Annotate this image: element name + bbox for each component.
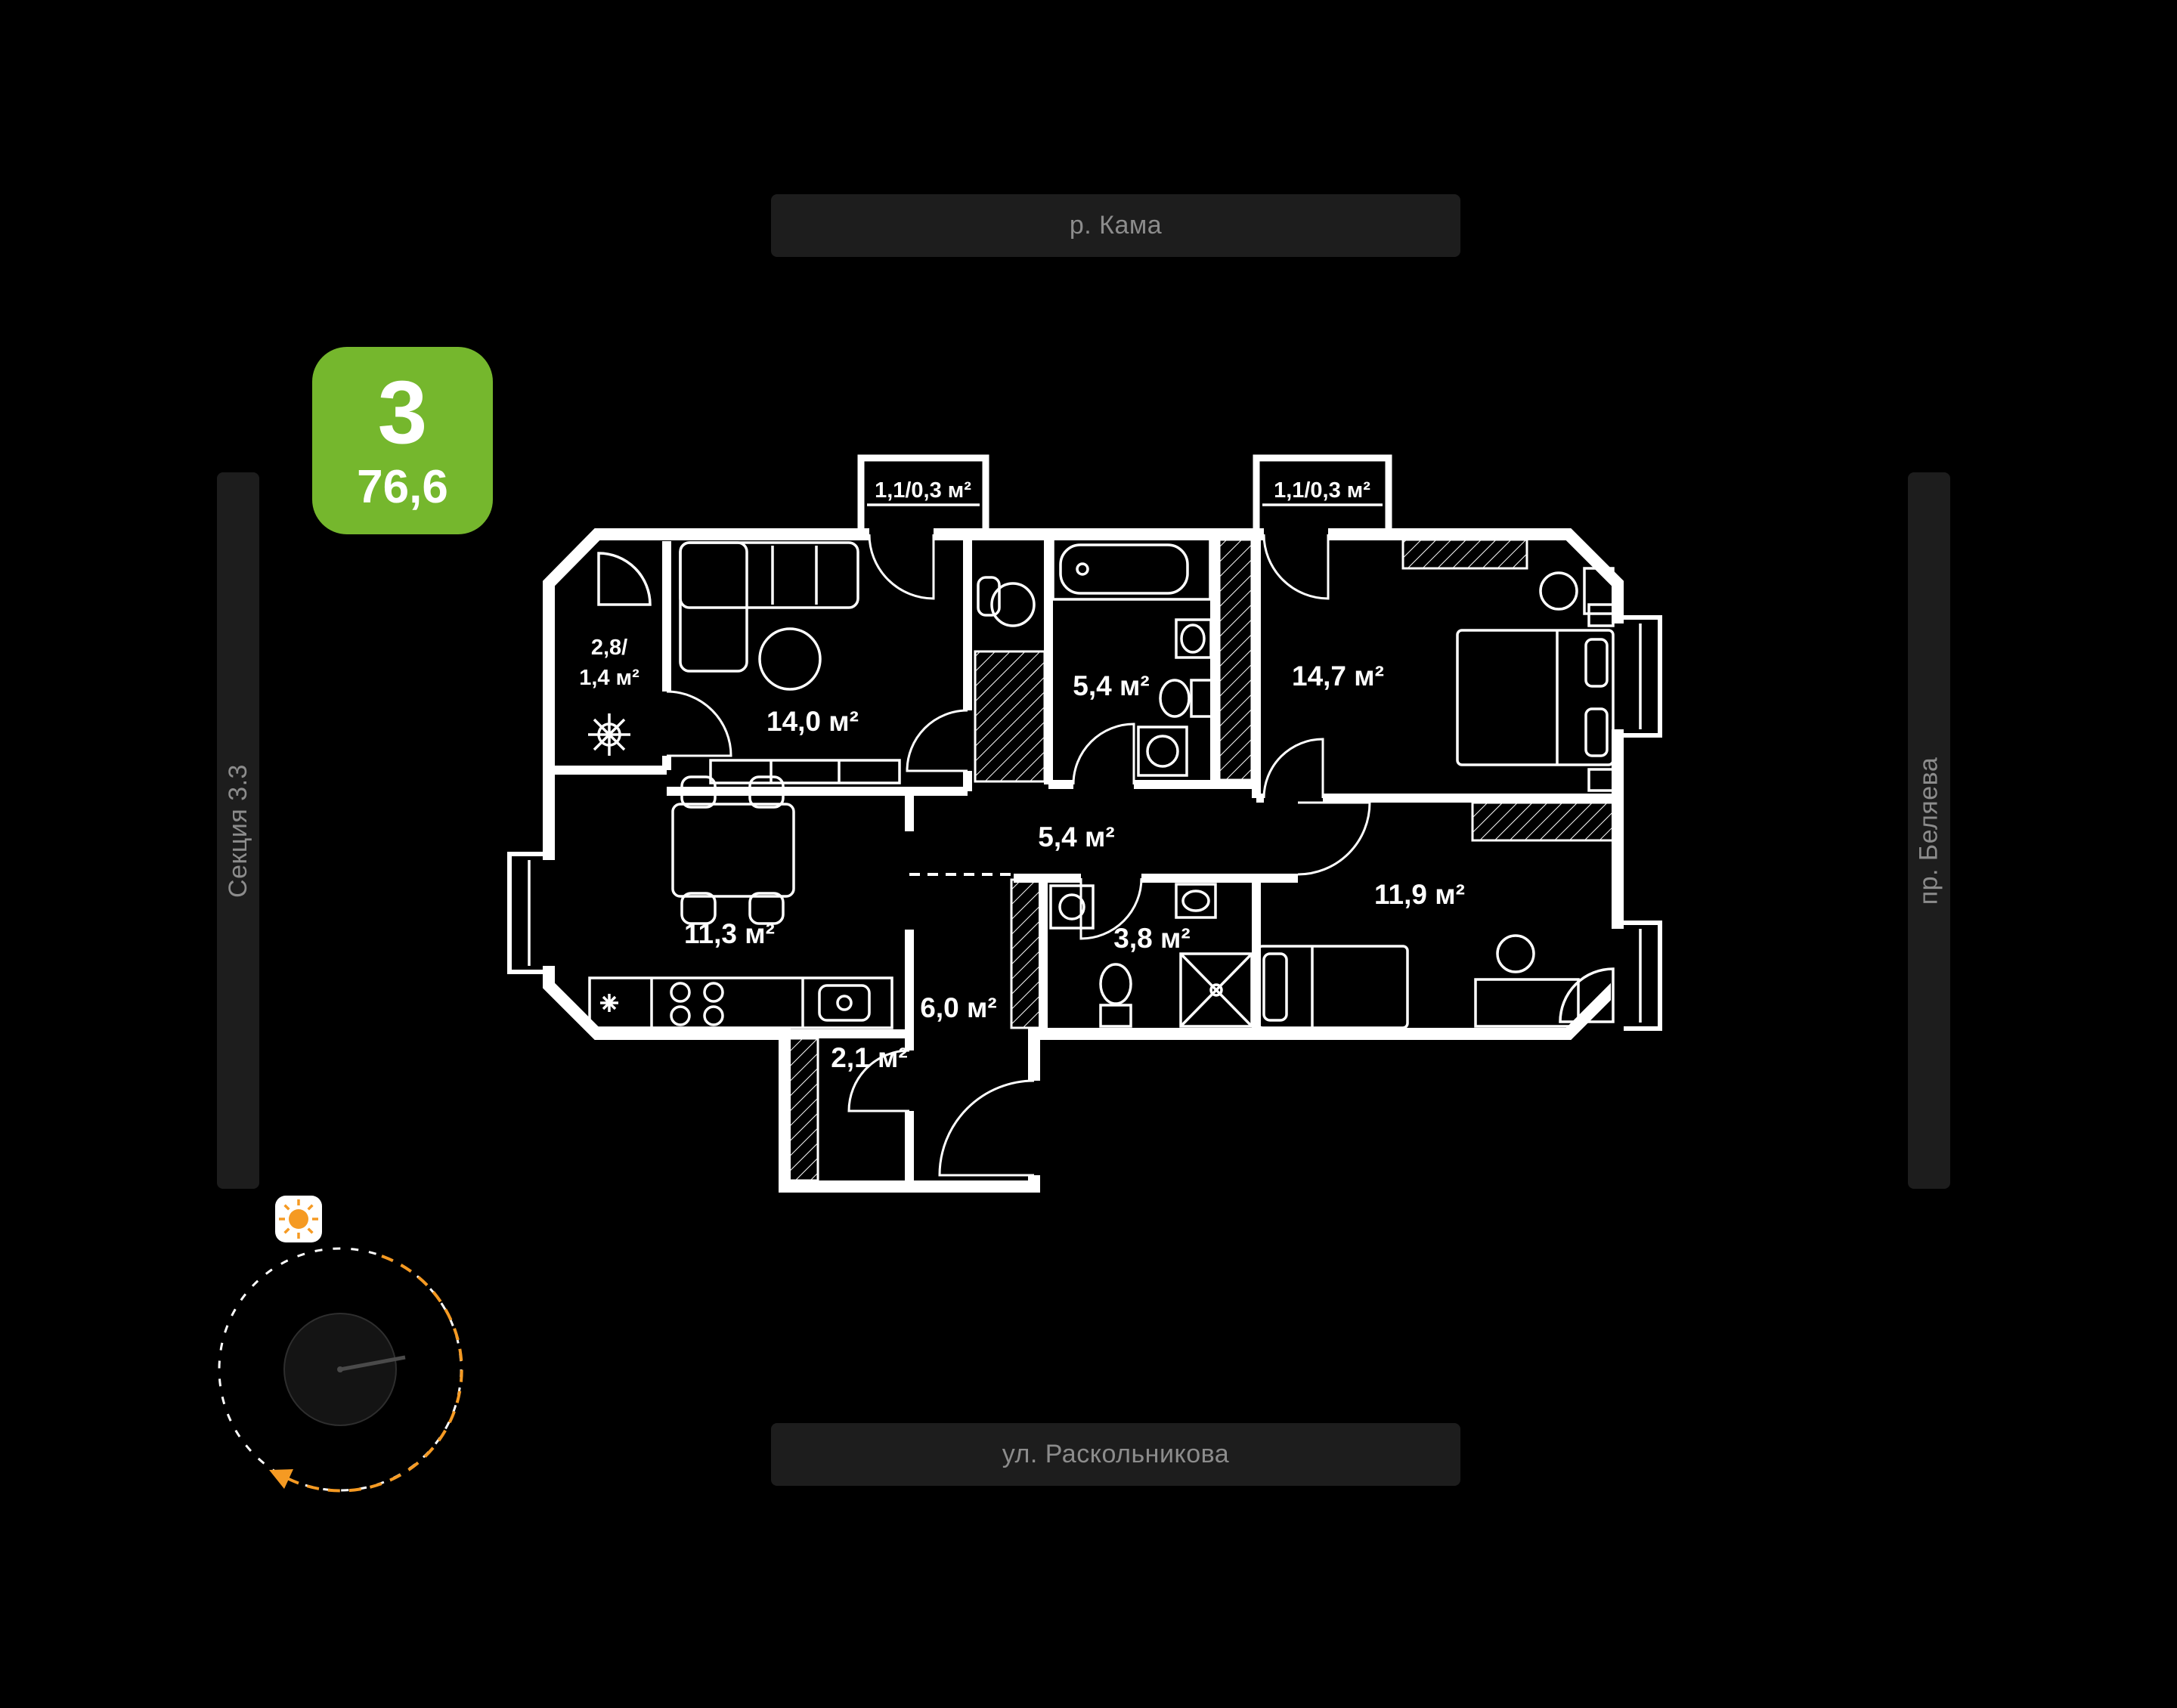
compass-center-dot [337,1366,343,1372]
label-corridor: 6,0 м² [920,992,996,1023]
tv-bench-icon [709,759,901,784]
toilet-large-icon [1159,679,1214,718]
console-table-icon [977,576,1036,627]
entry-door-opening [1027,1081,1041,1175]
door-bedroom-master [1262,738,1324,799]
label-kitchen: 11,3 м² [684,918,775,949]
label-balcony-right: 1,1/0,3 м² [1274,478,1370,503]
master-wardrobe-icon [1401,538,1528,570]
door-entry [938,1079,1035,1177]
outer-wall [543,528,1624,1193]
street-label-bottom: ул. Раскольникова [1002,1440,1230,1468]
washing-machine-icon [1137,726,1188,777]
fridge-mark-icon [600,994,618,1012]
label-living-room: 14,0 м² [766,706,859,737]
label-hallway: 5,4 м² [1038,822,1114,852]
wardrobe-shelves-icon [788,1037,819,1182]
dining-table-icon [671,775,795,925]
boiler-icon [1049,884,1095,930]
toilet-small-icon [1099,963,1132,1028]
sink-small-icon [1175,883,1217,919]
apartment-badge: 3 76,6 [312,347,493,534]
compass-dashed-circle [218,1247,463,1492]
sink-large-icon [1175,618,1212,659]
corridor-wardrobe-icon [1010,878,1042,1029]
door-bathroom-small [1079,877,1143,940]
door-wardrobe [847,1049,910,1112]
compass [218,1196,463,1493]
plant-icon [588,713,630,756]
sun-path-arc [288,1255,463,1493]
door-bedroom-second [1297,801,1371,876]
double-bed-icon [1456,603,1615,792]
window-opening-kitchen [542,860,556,966]
door-loggia [666,690,732,757]
bay-window-second [1624,921,1662,1031]
bay-window-master [1624,615,1662,738]
dresser-icon [1471,801,1615,842]
sun-path-arrow-icon [269,1469,293,1489]
closet-column-icon [1218,538,1253,781]
corner-unit-icon [1559,967,1615,1023]
label-bathroom-small: 3,8 м² [1113,923,1190,954]
street-bar-right: пр. Беляева [1908,472,1950,1189]
label-bedroom-master: 14,7 м² [1292,661,1384,692]
label-loggia-line1: 2,8/ [591,636,627,660]
label-wardrobe: 2,1 м² [831,1042,907,1073]
corner-shelf-icon [597,552,652,606]
label-loggia-line2: 1,4 м² [579,666,639,690]
door-balcony-left [868,534,935,600]
interior-walls [549,534,1618,1182]
street-label-top: р. Кама [1069,211,1163,240]
shower-icon [1179,952,1253,1028]
door-living [906,709,968,772]
label-balcony-left: 1,1/0,3 м² [875,478,971,503]
sofa-icon [679,541,859,673]
bay-window-kitchen [507,852,553,974]
hall-wardrobe-icon [974,650,1046,783]
floor-plan: 14,0 м² 5,4 м² 14,7 м² 5,4 м² 11,3 м² 3,… [507,454,1662,1193]
door-balcony-right [1262,534,1330,600]
kitchen-counter-icon [588,976,893,1029]
street-bar-bottom: ул. Раскольникова [771,1423,1460,1486]
rug-icon [758,627,822,691]
badge-rooms-count: 3 [377,362,428,463]
balcony-left-door-opening [869,528,934,541]
street-bar-top: р. Кама [771,194,1460,257]
balcony-right-door-opening [1264,528,1328,541]
compass-needle [339,1355,406,1372]
vanity-icon [1539,567,1615,615]
badge-total-area: 76,6 [357,460,448,513]
door-swings [666,534,1371,1177]
bathtub-icon [1051,537,1212,601]
sun-icon [275,1196,322,1242]
single-bed-icon [1256,945,1409,1029]
section-bar-left: Секция 3.3 [217,472,259,1189]
label-bathroom-large: 5,4 м² [1073,670,1149,701]
desk-icon [1474,934,1580,1028]
door-bathroom-large [1072,722,1135,785]
label-bedroom-second: 11,9 м² [1374,879,1465,910]
